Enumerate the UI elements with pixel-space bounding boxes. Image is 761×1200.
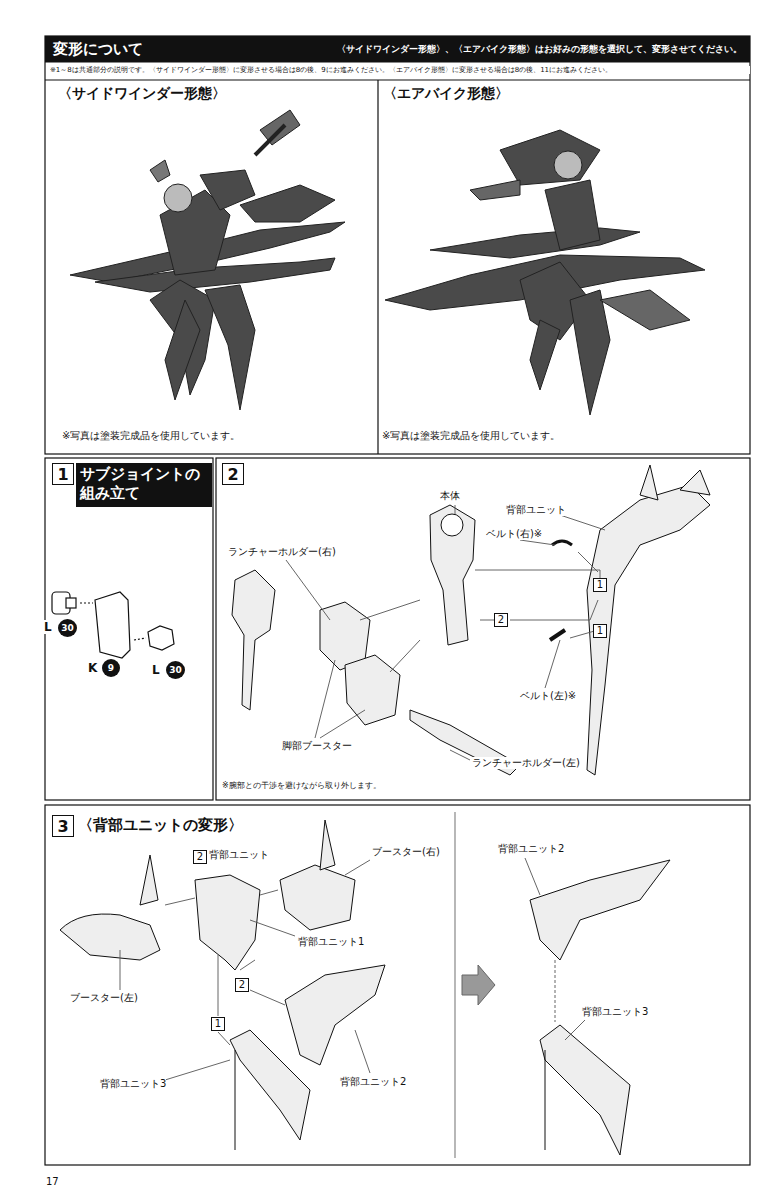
part-label: ブースター(右) xyxy=(372,846,440,858)
part-label: 脚部ブースター xyxy=(282,740,352,752)
heading-label: L xyxy=(152,663,160,677)
step-title: サブジョイントの組み立て xyxy=(76,463,212,507)
box-text: 2 xyxy=(239,980,245,990)
box-text: 30 xyxy=(169,665,182,675)
box-text: 2 xyxy=(227,465,238,484)
part-label: 背部ユニット xyxy=(209,849,269,861)
box-subtext: 〈サイドワインダー形態〉、〈エアバイク形態〉はお好みの形態を選択して、変形させて… xyxy=(337,43,742,56)
step-number: 2 xyxy=(222,463,244,485)
part-label: ※1～8は共通部分の説明です。〈サイドワインダー形態〉に変形させる場合は8の後、… xyxy=(50,66,750,74)
part-number: 30 xyxy=(58,619,77,637)
heading-label: 〈エアバイク形態〉 xyxy=(383,85,509,102)
part-label: ※写真は塗装完成品を使用しています。 xyxy=(62,430,240,442)
order-number: 2 xyxy=(193,850,207,864)
part-label: ※写真は塗装完成品を使用しています。 xyxy=(382,430,560,442)
box-text: 1 xyxy=(597,580,603,590)
part-label: 背部ユニット2 xyxy=(340,1076,406,1088)
heading-label: K xyxy=(88,661,97,675)
box-text: 2 xyxy=(197,852,203,862)
order-number: 1 xyxy=(593,624,607,638)
step-number: 3 xyxy=(52,815,74,837)
part-number: 30 xyxy=(166,661,185,679)
part-label: ブースター(左) xyxy=(70,992,138,1004)
part-label: ランチャーホルダー(右) xyxy=(228,546,336,558)
box-text: 3 xyxy=(57,817,68,836)
box-text: 変形について xyxy=(53,40,143,59)
part-label: ※腕部との干渉を避けながら取り外します。 xyxy=(222,781,381,791)
box-text: 9 xyxy=(108,663,114,673)
order-number: 2 xyxy=(494,613,508,627)
box-text: 2 xyxy=(498,615,504,625)
part-label: 背部ユニット1 xyxy=(298,936,364,948)
step-number: 1 xyxy=(52,463,74,485)
box-text: 1 xyxy=(57,465,68,484)
part-label: 本体 xyxy=(440,490,460,502)
heading-label: 〈サイドワインダー形態〉 xyxy=(58,85,226,102)
heading-label: 〈背部ユニットの変形〉 xyxy=(78,816,243,834)
heading-label: L xyxy=(44,620,52,634)
part-label: ベルト(右)※ xyxy=(486,528,542,540)
part-label: 背部ユニット2 xyxy=(498,843,564,855)
box-text: 1 xyxy=(597,626,603,636)
part-label: ベルト(左)※ xyxy=(520,690,576,702)
part-label: 背部ユニット3 xyxy=(100,1078,166,1090)
box-text: サブジョイントの組み立て xyxy=(80,465,200,502)
part-label: ランチャーホルダー(左) xyxy=(472,757,580,769)
page-number: 17 xyxy=(46,1176,59,1188)
header-band: 変形について 〈サイドワインダー形態〉、〈エアバイク形態〉はお好みの形態を選択して… xyxy=(45,36,750,62)
part-label: 背部ユニット xyxy=(506,504,566,516)
order-number: 2 xyxy=(235,978,249,992)
part-number: 9 xyxy=(102,659,120,677)
order-number: 1 xyxy=(211,1017,225,1031)
order-number: 1 xyxy=(593,578,607,592)
box-text: 1 xyxy=(215,1019,221,1029)
box-text: 30 xyxy=(61,623,74,633)
part-label: 背部ユニット3 xyxy=(582,1006,648,1018)
